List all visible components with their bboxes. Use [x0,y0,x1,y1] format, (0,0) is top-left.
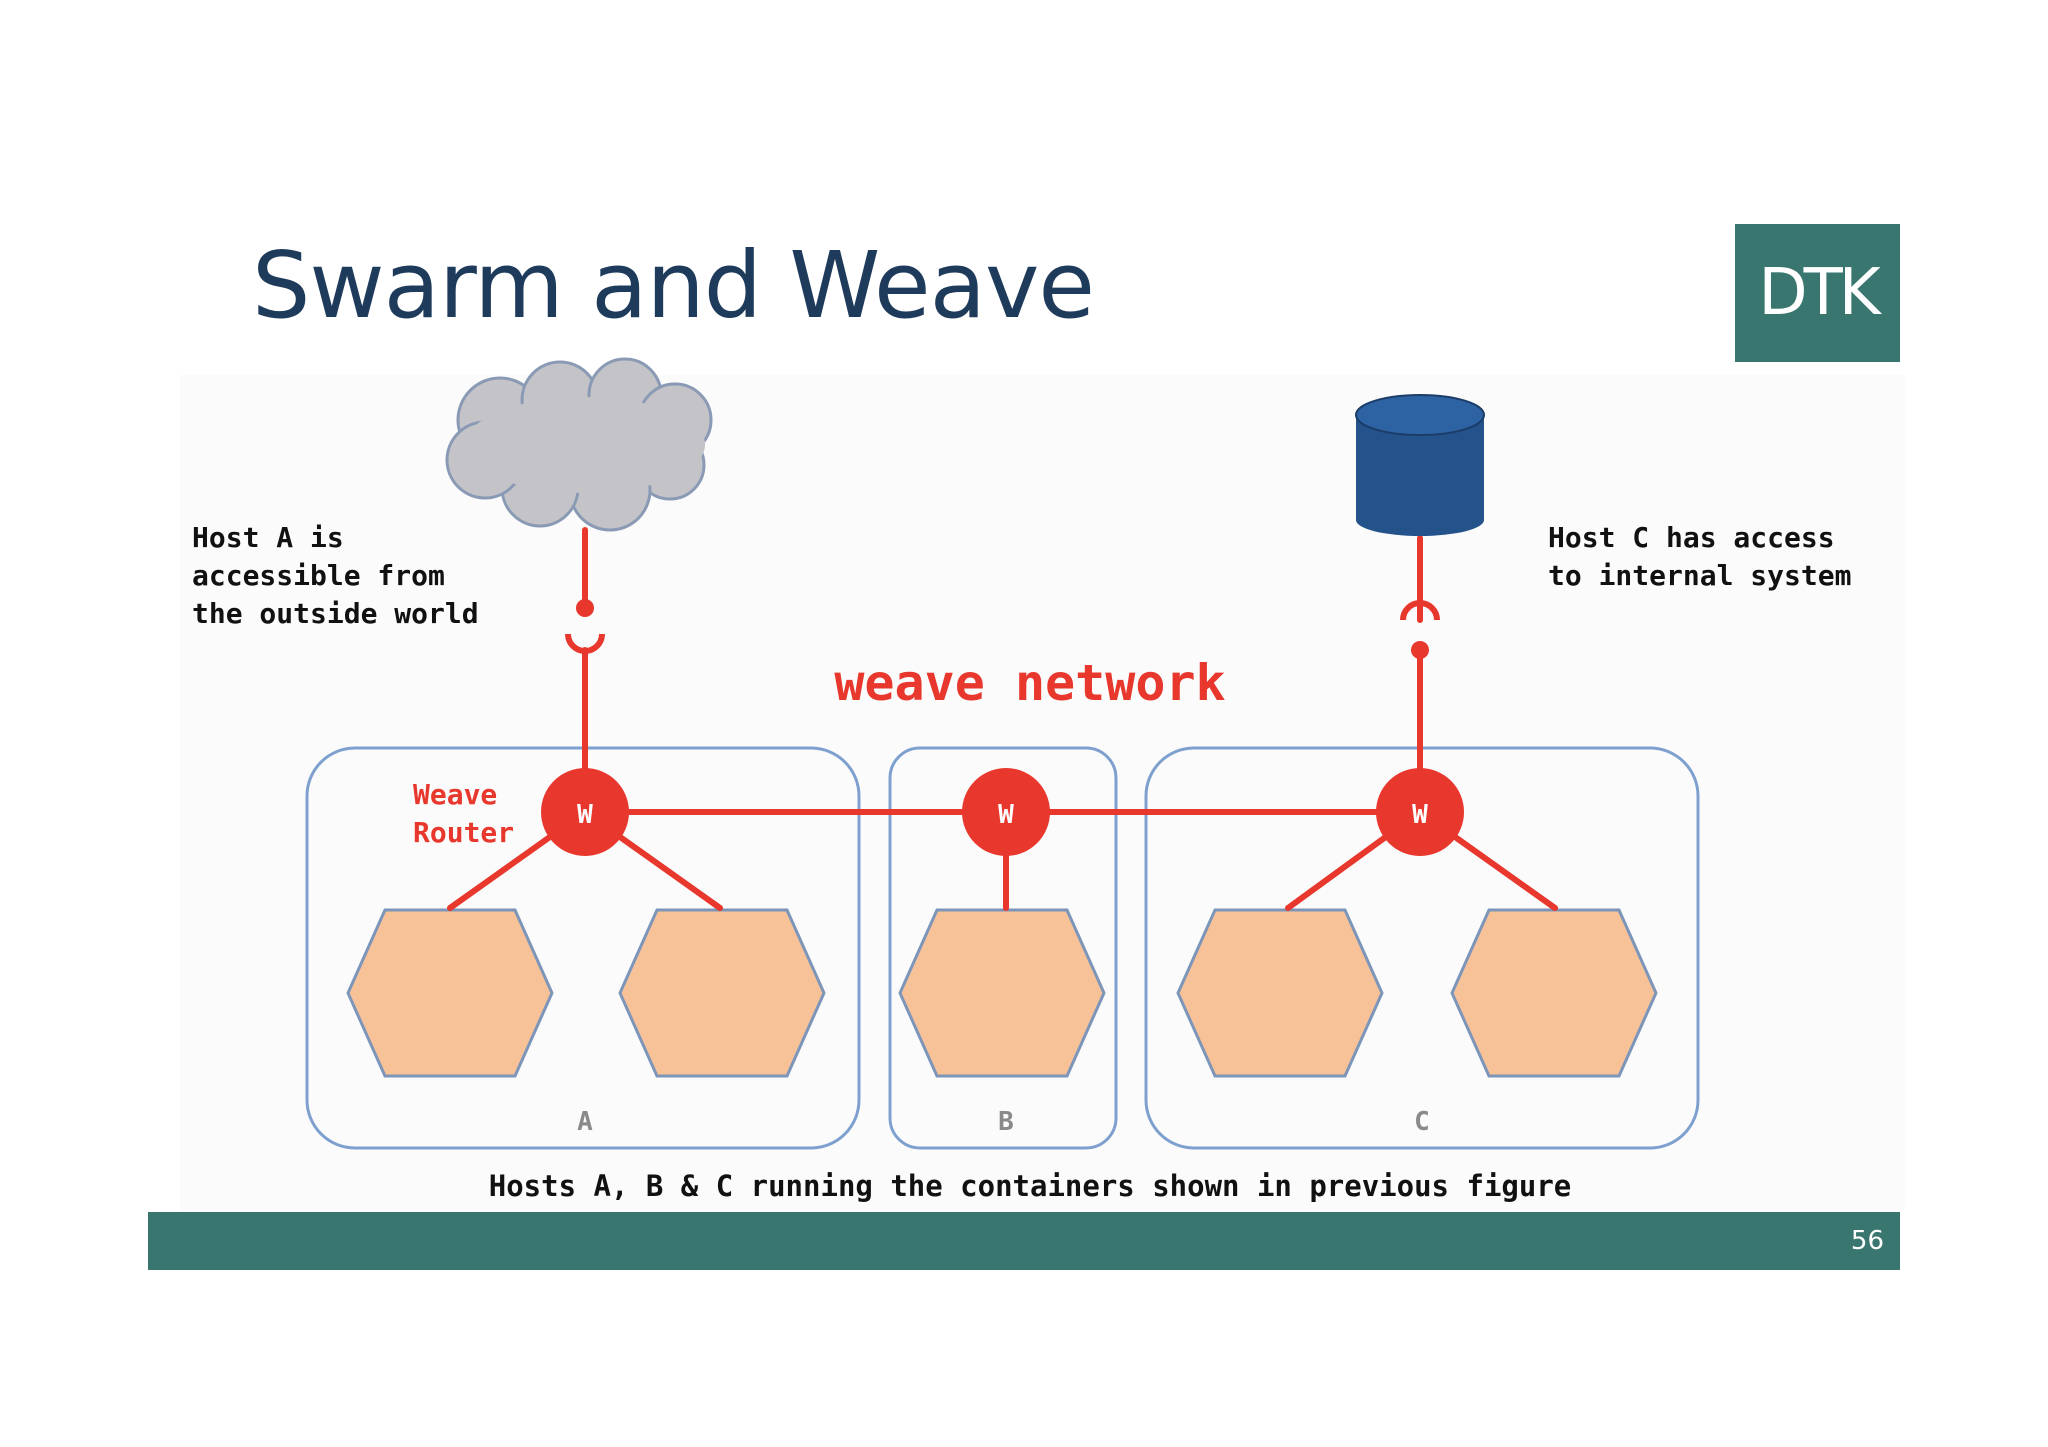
database-icon [1355,394,1485,536]
container-hexagon [346,908,554,1078]
weave-router-a [541,768,629,856]
page-number: 56 [1850,1226,1884,1256]
router-label-line: Router [413,816,514,849]
connector-ball [1411,641,1429,659]
host-b-box [888,746,1118,1150]
host-c-note-line: Host C has access [1548,521,1835,554]
host-a-note-line: accessible from [192,559,445,592]
router-glyph: W [577,800,593,830]
host-label-b: B [998,1107,1014,1137]
host-label-c: C [1414,1107,1430,1137]
cloud-body [465,397,705,493]
dtk-logo: DTK [1735,224,1900,362]
slide-title: Swarm and Weave [252,232,1095,339]
host-label-a: A [577,1107,593,1137]
router-glyph: W [998,800,1014,830]
router-glyph: W [1412,800,1428,830]
host-a-note-line: the outside world [192,597,479,630]
container-hexagon [1176,908,1384,1078]
container-hexagon [618,908,826,1078]
connector-socket [565,633,605,654]
weave-router-c [1376,768,1464,856]
container-hexagon [1450,908,1658,1078]
connector-ball [576,599,594,617]
weave-router-b [962,768,1050,856]
host-c-note-line: to internal system [1548,559,1851,592]
diagram-caption: Hosts A, B & C running the containers sh… [489,1169,1572,1203]
container-hexagon [898,908,1106,1078]
host-a-note-line: Host A is [192,521,344,554]
connector-socket [1400,600,1440,621]
footer-bar: 56 [148,1212,1900,1270]
network-label: weave network [834,654,1225,712]
router-label-line: Weave [413,778,497,811]
